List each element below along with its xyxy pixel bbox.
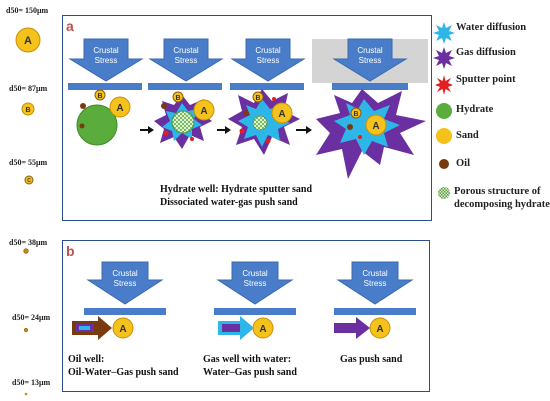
scenario2-plate [214,308,296,315]
stage4-plate [332,83,408,90]
panel-b-label: b [66,243,75,259]
size-scale-grains: A B C [15,27,41,396]
legend-icons [433,22,455,199]
legend-sand: Sand [456,130,479,141]
svg-text:Stress: Stress [359,56,382,65]
svg-text:Crustal: Crustal [93,46,119,55]
scenario1-plate [84,308,166,315]
svg-text:A: A [116,103,123,114]
scenario1-stress-arrow: Crustal Stress [86,261,164,305]
panel-a-caption-line2: Dissociated water-gas push sand [160,197,298,208]
sand-circle-icon [436,128,452,144]
gas-diffusion-star-icon [433,47,455,69]
svg-text:A: A [24,35,32,47]
svg-text:Stress: Stress [175,56,198,65]
legend-gas-diffusion: Gas diffusion [456,47,516,58]
svg-text:Stress: Stress [95,56,118,65]
legend-porous-hydrate: Porous structure of decomposing hydrate [454,186,550,210]
svg-text:B: B [255,95,260,102]
svg-text:A: A [200,106,207,117]
svg-text:A: A [119,324,126,335]
scenario3-sand-grain: A [369,317,391,339]
sand-grain-150: A [15,27,41,53]
scenario2-push-arrow [218,316,254,340]
panel-a-caption-line1: Hydrate well: Hydrate sputter sand [160,184,313,195]
scenario2-stress-arrow: Crustal Stress [216,261,294,305]
svg-text:A: A [372,121,379,132]
scenario3-plate [334,308,416,315]
scenario2-caption: Gas well with water: Water–Gas push sand [203,353,323,379]
svg-text:Stress: Stress [114,279,137,288]
panel-a-label: a [66,18,74,34]
water-diffusion-star-icon [433,22,455,44]
legend-water-diffusion: Water diffusion [456,22,527,33]
sand-grain-87: B [21,102,35,116]
panel-a-caption: Hydrate well: Hydrate sputter sand Disso… [160,183,400,209]
scenario1-caption-line1: Oil well: [68,354,105,365]
scenario2-caption-line2: Water–Gas push sand [203,367,297,378]
legend-hydrate: Hydrate [456,104,494,115]
size-label-150: d50= 150μm [6,6,49,15]
stage1-grains: A B [76,89,131,146]
size-label-87: d50= 87μm [9,84,48,93]
sand-grain-38 [23,248,29,254]
stage3-grains: A B [228,89,300,155]
svg-text:B: B [25,107,30,114]
stage2-plate [148,83,222,90]
size-label-55: d50= 55μm [9,158,48,167]
sand-grain-13 [24,392,28,396]
stage1-stress-arrow: Crustal Stress [68,38,144,82]
porous-hydrate-icon [438,187,450,199]
svg-text:A: A [259,324,266,335]
scenario3-caption-line1: Gas push sand [340,354,403,365]
stage4-grains: A B [316,89,426,179]
scenario2-sand-grain: A [252,317,274,339]
svg-text:Crustal: Crustal [173,46,199,55]
scenario3-stress-arrow: Crustal Stress [336,261,414,305]
legend-oil: Oil [456,158,471,169]
svg-text:Crustal: Crustal [112,269,138,278]
svg-text:Crustal: Crustal [362,269,388,278]
scenario1-sand-grain: A [112,317,134,339]
panel-a-drawing: Crustal Stress A B Crustal Stress A B Cr… [68,38,428,179]
size-label-24: d50= 24μm [12,313,51,322]
svg-text:C: C [27,178,31,184]
size-label-13: d50= 13μm [12,378,51,387]
svg-text:A: A [376,324,383,335]
svg-text:Crustal: Crustal [242,269,268,278]
panel-b-drawing: Crustal Stress A Crustal Stress A Crusta… [72,261,416,340]
svg-text:Crustal: Crustal [357,46,383,55]
legend-sputter-point: Sputter point [456,74,516,85]
svg-text:B: B [353,111,358,118]
scenario3-push-arrow [334,317,370,339]
scenario1-push-arrow [72,316,112,340]
stage3-plate [230,83,304,90]
oil-circle-icon [439,159,449,169]
stage3-stress-arrow: Crustal Stress [230,38,306,82]
scenario1-caption-line2: Oil-Water–Gas push sand [68,367,179,378]
svg-text:Stress: Stress [364,279,387,288]
svg-text:Stress: Stress [257,56,280,65]
stage4-stress-arrow: Crustal Stress [332,38,408,82]
stage2-stress-arrow: Crustal Stress [148,38,224,82]
stage1-plate [68,83,142,90]
size-label-38: d50= 38μm [9,238,48,247]
hydrate-circle-icon [436,103,452,119]
sputter-point-icon [435,75,453,95]
sand-grain-24 [23,327,29,333]
svg-text:Crustal: Crustal [255,46,281,55]
scenario1-caption: Oil well: Oil-Water–Gas push sand [68,353,198,379]
svg-text:A: A [278,109,285,120]
sand-grain-55: C [24,175,34,185]
svg-text:B: B [97,93,102,100]
scenario2-caption-line1: Gas well with water: [203,354,292,365]
scenario3-caption: Gas push sand [340,353,426,366]
stage2-grains: A B [154,91,215,149]
svg-text:B: B [175,95,180,102]
svg-text:Stress: Stress [244,279,267,288]
